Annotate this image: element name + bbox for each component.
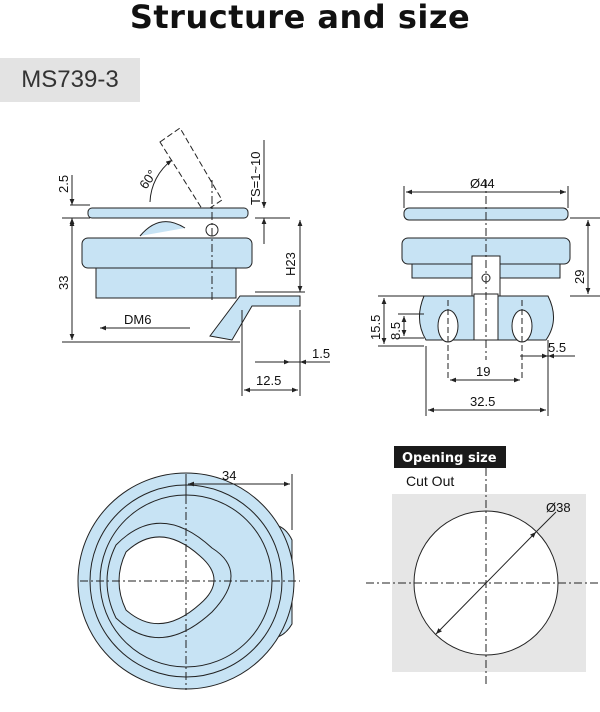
dim-h23: H23 [283, 252, 298, 276]
dim-diameter-front: Ø44 [470, 176, 495, 191]
opening-size-badge: Opening size [402, 451, 497, 466]
side-view [62, 127, 330, 396]
dim-flange: 2.5 [56, 175, 71, 193]
dim-angle: 60° [136, 167, 160, 192]
dim-offset: 5.5 [548, 340, 566, 355]
lifted-handle [159, 127, 223, 213]
side-body [81, 237, 253, 269]
dim-slot: 8.5 [388, 322, 403, 340]
dim-width-side: 12.5 [256, 373, 281, 388]
dim-thread: DM6 [124, 312, 151, 327]
dim-plate: 1.5 [312, 346, 330, 361]
dim-height-front: 29 [572, 270, 587, 284]
cut-out-label: Cut Out [406, 473, 454, 489]
dim-cutout-diameter: Ø38 [546, 500, 571, 515]
side-flange [87, 207, 249, 219]
dim-total-front: 15.5 [368, 315, 383, 340]
model-number: MS739-3 [0, 58, 140, 102]
dim-height: 33 [56, 276, 71, 290]
dim-ts: TS=1~10 [248, 152, 263, 206]
dim-width-front: 32.5 [470, 394, 495, 409]
dim-hole-spacing: 19 [476, 364, 490, 379]
opening-size-panel: Opening size Cut Out Ø38 [366, 446, 600, 686]
side-bracket [209, 295, 301, 341]
top-view [77, 472, 300, 690]
dim-width-top: 34 [222, 468, 236, 483]
page-title: Structure and size [129, 0, 471, 36]
front-view [378, 180, 600, 416]
